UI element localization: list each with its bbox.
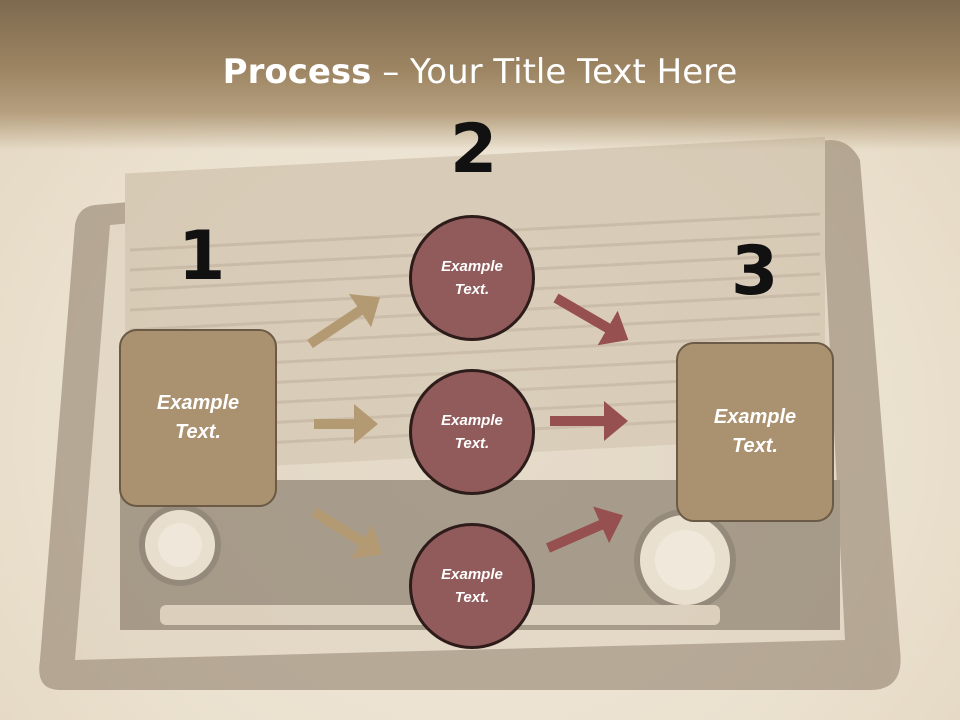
title-bold: Process bbox=[222, 52, 372, 92]
step-1-box: Example Text. bbox=[119, 329, 277, 507]
title-dash: – bbox=[371, 52, 411, 92]
step-2-circle-middle: Example Text. bbox=[409, 369, 535, 495]
step-3-box-text: Example Text. bbox=[713, 406, 797, 457]
step-number-1: 1 bbox=[178, 217, 226, 296]
arrow-circle-top-to-box3 bbox=[553, 293, 629, 346]
slide-title: Process – Your Title Text Here bbox=[0, 52, 960, 92]
step-1-box-text: Example Text. bbox=[156, 392, 240, 443]
title-rest: Your Title Text Here bbox=[410, 52, 738, 92]
title-bar bbox=[0, 0, 960, 150]
step-3-box: Example Text. bbox=[676, 342, 834, 522]
step-2-circle-bottom: Example Text. bbox=[409, 523, 535, 649]
circle-middle-text: Example Text. bbox=[441, 412, 503, 452]
arrow-box1-to-circle-bottom bbox=[311, 507, 383, 559]
arrow-box1-to-circle-top bbox=[307, 294, 380, 349]
step-number-3: 3 bbox=[731, 232, 779, 311]
arrow-circle-bottom-to-box3 bbox=[545, 506, 623, 553]
circle-top-text: Example Text. bbox=[441, 258, 503, 298]
step-number-2: 2 bbox=[450, 110, 498, 189]
step-2-circle-top: Example Text. bbox=[409, 215, 535, 341]
circle-bottom-text: Example Text. bbox=[441, 566, 503, 606]
